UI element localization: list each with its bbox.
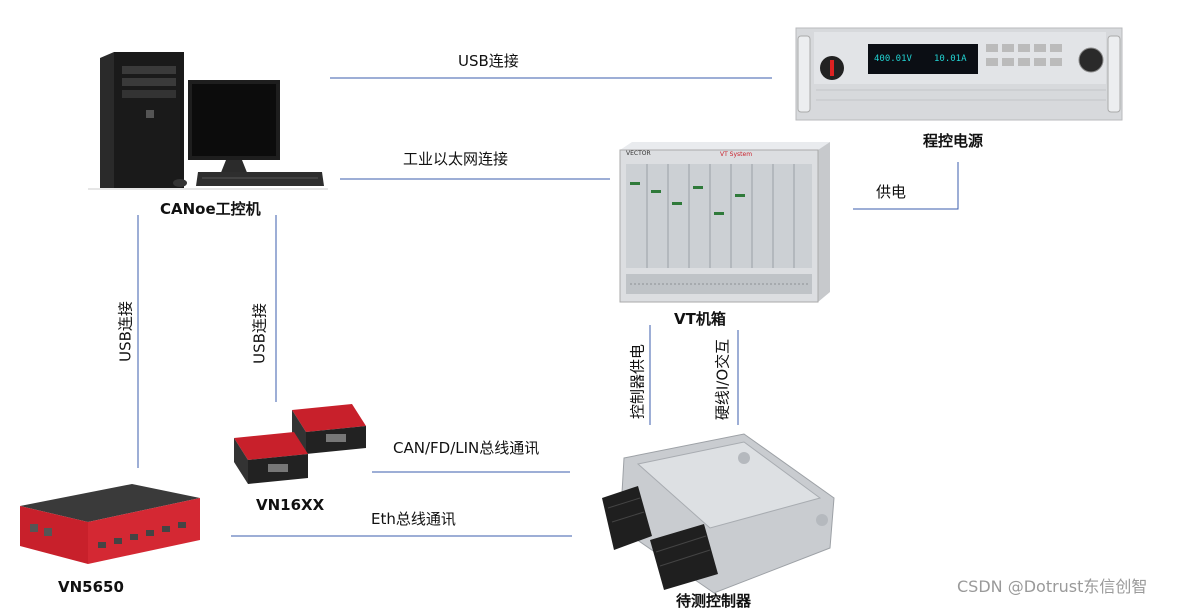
ecu-connector-2 — [650, 524, 718, 590]
monitor-stand — [220, 160, 248, 175]
watermark: CSDN @Dotrust东信创智 — [957, 577, 1148, 596]
eth-bus-label: Eth总线通讯 — [371, 510, 456, 528]
tower-front — [114, 52, 184, 188]
drive-bay-3 — [122, 90, 176, 98]
vt-system-text: VT System — [720, 151, 753, 158]
vn5650-label: VN5650 — [58, 578, 124, 596]
usb-left-label: USB连接 — [116, 301, 135, 362]
pc-image — [88, 52, 328, 190]
ecu-mount-hole — [738, 452, 750, 464]
mouse — [173, 179, 187, 187]
power-feed-line — [853, 162, 959, 210]
psu-display — [868, 44, 978, 74]
pc-label: CANoe工控机 — [160, 200, 261, 218]
ecu-image — [602, 433, 835, 594]
vt-top — [620, 142, 830, 150]
vn5650-top — [20, 484, 200, 522]
ecu-connector-1 — [602, 486, 652, 550]
psu-knob — [1078, 47, 1104, 73]
vt-brand: VECTOR — [626, 150, 651, 157]
power-feed-label: 供电 — [876, 183, 907, 201]
keyboard — [196, 172, 324, 186]
ecu-power-label: 控制器供电 — [628, 344, 647, 420]
vt-chassis-image — [619, 142, 830, 303]
psu-voltage-readout: 400.01V — [874, 54, 912, 64]
psu-current-readout: 10.01A — [934, 54, 967, 64]
vn5650-front — [20, 506, 88, 564]
vt-slots — [626, 164, 812, 268]
vt-chassis-label: VT机箱 — [674, 310, 726, 328]
power-supply-image — [795, 27, 1123, 121]
vt-side — [818, 142, 830, 302]
ethernet-label: 工业以太网连接 — [403, 150, 509, 168]
vn5650-side — [88, 498, 200, 564]
vn16xx-image — [234, 404, 366, 484]
tower-side — [100, 52, 114, 190]
drive-bay-1 — [122, 66, 176, 74]
usb-mid-label: USB连接 — [250, 303, 269, 364]
usb-top-label: USB连接 — [458, 52, 519, 70]
hardwire-io-label: 硬线I/O交互 — [713, 338, 732, 421]
psu-handle-left — [797, 35, 811, 113]
monitor-screen — [192, 84, 276, 156]
ecu-label: 待测控制器 — [676, 592, 752, 610]
can-bus-label: CAN/FD/LIN总线通讯 — [393, 439, 540, 457]
psu-handle-right — [1107, 35, 1121, 113]
vn5650-image — [20, 484, 200, 564]
ecu-top-plate — [636, 441, 822, 529]
vn16xx-label: VN16XX — [256, 496, 325, 514]
power-button — [146, 110, 154, 118]
drive-bay-2 — [122, 78, 176, 86]
power-supply-label: 程控电源 — [923, 132, 984, 150]
